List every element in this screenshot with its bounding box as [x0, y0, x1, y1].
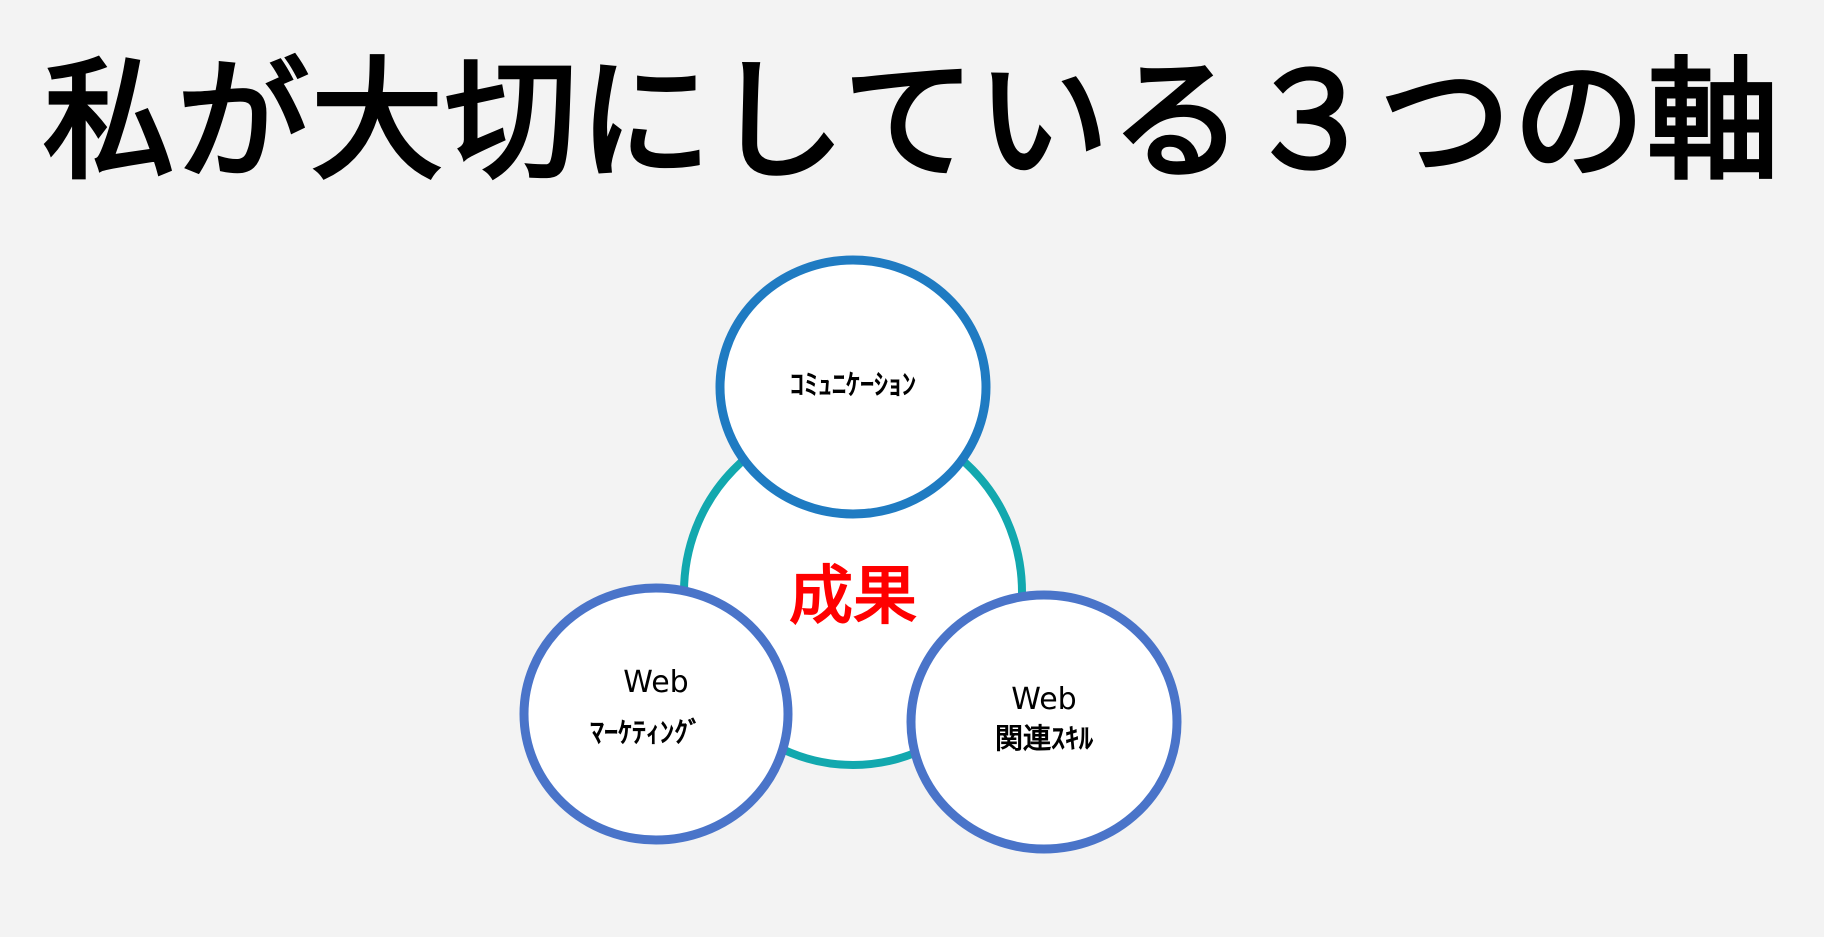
communication-circle — [715, 255, 991, 519]
web-marketing-circle — [519, 583, 793, 845]
web-marketing-label-line2: ﾏｰｹﾃｨﾝｸﾞ — [590, 716, 702, 749]
web-skills-label-line2: 関連ｽｷﾙ — [995, 722, 1094, 755]
page-title: 私が大切にしている３つの軸 — [42, 45, 1782, 199]
web-skills-circle — [906, 590, 1182, 854]
communication-label: ｺﾐｭﾆｹｰｼｮﾝ — [790, 368, 916, 401]
center-label: 成果 — [789, 560, 917, 634]
web-marketing-label-line1: Web — [623, 665, 688, 700]
web-skills-label-line1: Web — [1011, 682, 1076, 717]
